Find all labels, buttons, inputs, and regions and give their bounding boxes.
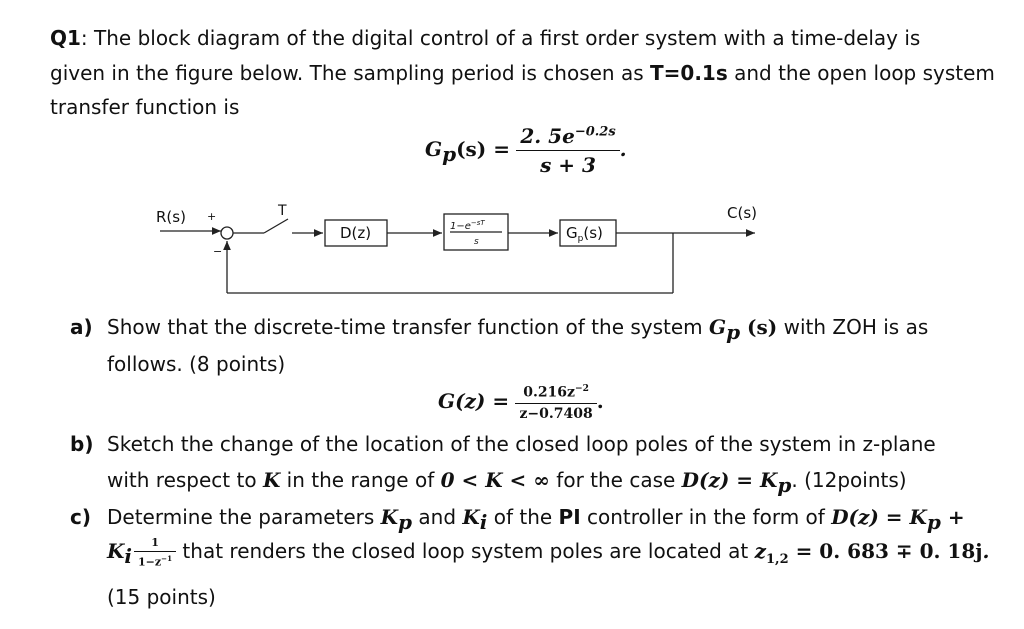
question-line-3: transfer function is (50, 95, 240, 119)
part-c-label: c) (70, 505, 91, 529)
input-label: R(s) (156, 208, 186, 226)
controller-block (324, 219, 388, 247)
question-line-1: Q1: The block diagram of the digital con… (50, 26, 921, 50)
gp-fraction: 2. 5e−0.2s s + 3 (516, 124, 620, 177)
plant-label: Gp(s) (566, 224, 603, 244)
part-c-line-3: (15 points) (107, 585, 216, 609)
question-label: Q1 (50, 26, 81, 50)
part-a-line-2: follows. (8 points) (107, 352, 286, 376)
part-b-label: b) (70, 432, 94, 456)
part-c-line-1: c)Determine the parameters Kp and Ki of … (70, 505, 965, 534)
part-a-line-1: a)Show that the discrete-time transfer f… (70, 315, 929, 344)
gp-equation: Gp(s) = 2. 5e−0.2s s + 3 . (425, 124, 627, 177)
sampling-period: T=0.1s (650, 61, 728, 85)
part-c-line-2: Ki 1 1−z−1 that renders the closed loop … (107, 536, 990, 569)
minus-sign: − (213, 245, 222, 258)
gz-equation: G(z) = 0.216z−2 z−0.7408 . (438, 383, 604, 422)
gz-fraction: 0.216z−2 z−0.7408 (515, 383, 597, 422)
zoh-numerator: 1−e−sT (450, 219, 485, 232)
controller-label: D(z) (340, 224, 371, 242)
pi-fraction: 1 1−z−1 (134, 536, 177, 569)
part-a-label: a) (70, 315, 93, 339)
sampler-label: T (277, 203, 287, 219)
zoh-denominator: s (474, 237, 479, 247)
part-b-line-1: b)Sketch the change of the location of t… (70, 432, 936, 456)
question-line-2: given in the figure below. The sampling … (50, 61, 995, 85)
part-b-line-2: with respect to K in the range of 0 < K … (107, 468, 907, 497)
plant-block (559, 219, 617, 247)
output-label: C(s) (727, 204, 757, 222)
plus-sign: + (207, 210, 216, 223)
